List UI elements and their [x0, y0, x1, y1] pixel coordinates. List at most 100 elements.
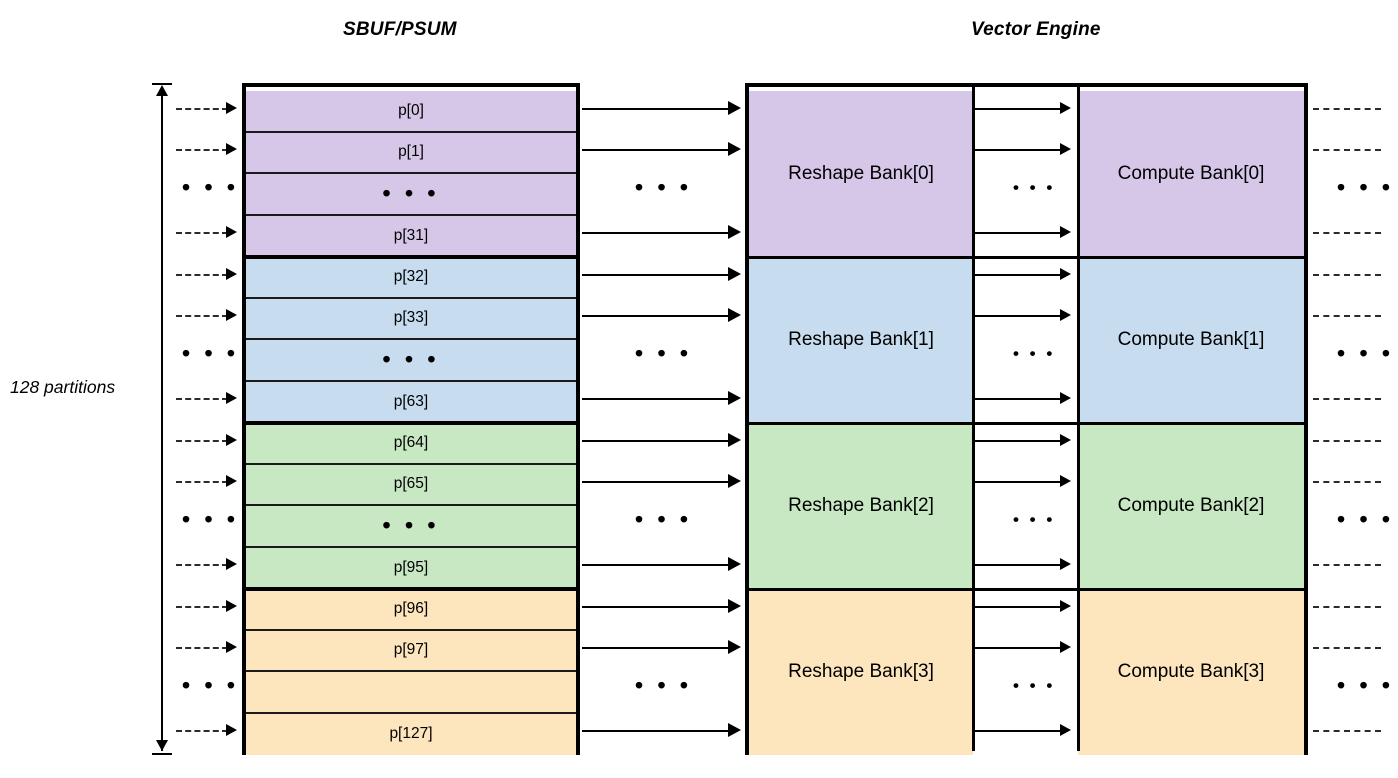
compute-bank-label: Compute Bank[2] — [1117, 495, 1265, 516]
reshape-to-compute-line — [974, 481, 1062, 484]
reshape-to-compute-line — [974, 730, 1062, 733]
output-dashed-line — [1313, 107, 1381, 110]
sbuf-to-ve-arrowhead — [728, 557, 741, 572]
reshape-to-compute-line — [974, 647, 1062, 650]
sbuf-to-ve-line — [582, 439, 730, 442]
input-arrowhead — [226, 558, 237, 571]
reshape-to-compute-line — [974, 439, 1062, 442]
reshape-to-compute-arrowhead — [1060, 433, 1071, 446]
reshape-to-compute-line — [974, 107, 1062, 110]
partition-label: p[97] — [393, 641, 429, 659]
reshape-to-compute-arrowhead — [1060, 724, 1071, 737]
sbuf-band: p[64] p[65] • • • p[95] — [246, 423, 576, 589]
output-dashed-line — [1313, 730, 1381, 733]
partition-label: p[64] — [393, 433, 429, 451]
input-dashed-line — [176, 439, 228, 442]
reshape-to-compute-line — [974, 273, 1062, 276]
input-dashed-line — [176, 481, 228, 484]
transfer-ellipsis: • • • — [635, 339, 692, 366]
reshape-to-compute-line — [974, 398, 1062, 401]
measure-cap-bottom — [152, 753, 172, 755]
input-dashed-line — [176, 273, 228, 276]
reshape-bank-label: Reshape Bank[0] — [788, 163, 934, 184]
input-arrowhead — [226, 392, 237, 405]
partition-ellipsis-row: • • • — [246, 506, 576, 548]
sbuf-band: p[96]p[97]p[127] — [246, 589, 576, 755]
sbuf-band: p[32] p[33] • • • p[63] — [246, 257, 576, 423]
sbuf-psum-partition-grid: p[0]p[1]• • •p[31]p[32]p[33]• • •p[63]p[… — [242, 83, 580, 755]
output-dashed-line — [1313, 398, 1381, 401]
sbuf-to-ve-line — [582, 481, 730, 484]
reshape-to-compute-ellipsis: • • • — [1013, 343, 1056, 363]
input-dashed-line — [176, 107, 228, 110]
measure-cap-top — [152, 83, 172, 85]
sbuf-to-ve-arrowhead — [728, 142, 741, 157]
vector-engine-band: Reshape Bank[2]Compute Bank[2] — [749, 423, 1304, 589]
input-dashed-line — [176, 564, 228, 567]
reshape-to-compute-line — [974, 149, 1062, 152]
partition-row: p[33] — [246, 299, 576, 340]
reshape-to-compute-ellipsis: • • • — [1013, 177, 1056, 197]
input-ellipsis: • • • — [182, 339, 239, 366]
input-arrowhead — [226, 475, 237, 488]
partition-label: p[1] — [398, 143, 424, 161]
partition-row: p[65] — [246, 465, 576, 506]
compute-bank-cell: Compute Bank[1] — [1078, 257, 1304, 423]
reshape-to-compute-ellipsis: • • • — [1013, 675, 1056, 695]
sbuf-to-ve-line — [582, 605, 730, 608]
partition-ellipsis-row: • • • — [246, 174, 576, 216]
input-dashed-line — [176, 398, 228, 401]
partition-row: p[0] — [246, 91, 576, 133]
partition-row: p[97] — [246, 631, 576, 672]
transfer-ellipsis: • • • — [635, 505, 692, 532]
sbuf-to-ve-arrowhead — [728, 432, 741, 447]
partition-label: p[31] — [393, 227, 429, 245]
partition-ellipsis-row: • • • — [246, 340, 576, 382]
output-ellipsis: • • • — [1337, 339, 1394, 366]
sbuf-to-ve-line — [582, 398, 730, 401]
reshape-to-compute-arrowhead — [1060, 558, 1071, 571]
reshape-to-compute-arrowhead — [1060, 309, 1071, 322]
reshape-to-compute-line — [974, 605, 1062, 608]
output-dashed-line — [1313, 315, 1381, 318]
output-ellipsis: • • • — [1337, 671, 1394, 698]
reshape-to-compute-arrowhead — [1060, 226, 1071, 239]
band-divider — [246, 421, 576, 425]
partition-row: p[32] — [246, 257, 576, 299]
sbuf-to-ve-arrowhead — [728, 100, 741, 115]
measure-shaft — [161, 87, 163, 751]
input-arrowhead — [226, 226, 237, 239]
vector-engine-block: Reshape Bank[0] Compute Bank[0] Reshape Ba… — [745, 83, 1308, 755]
compute-bank-label: Compute Bank[1] — [1117, 329, 1265, 350]
input-arrowhead — [226, 143, 237, 156]
partition-label: p[95] — [393, 559, 429, 577]
reshape-to-compute-arrowhead — [1060, 392, 1071, 405]
sbuf-to-ve-arrowhead — [728, 640, 741, 655]
sbuf-to-ve-line — [582, 730, 730, 733]
input-dashed-line — [176, 730, 228, 733]
sbuf-to-ve-arrowhead — [728, 474, 741, 489]
input-dashed-line — [176, 315, 228, 318]
partition-row: p[1] — [246, 133, 576, 174]
ellipsis-glyph: • • • — [382, 346, 440, 373]
partition-row: p[96] — [246, 589, 576, 631]
partition-label: p[33] — [393, 309, 429, 327]
sbuf-to-ve-line — [582, 647, 730, 650]
output-dashed-line — [1313, 564, 1381, 567]
partition-label: p[32] — [393, 267, 429, 285]
partition-label: p[96] — [393, 599, 429, 617]
input-dashed-line — [176, 605, 228, 608]
partition-label: p[65] — [393, 475, 429, 493]
compute-bank-label: Compute Bank[0] — [1117, 163, 1265, 184]
reshape-to-compute-ellipsis: • • • — [1013, 509, 1056, 529]
reshape-to-compute-line — [974, 564, 1062, 567]
output-dashed-line — [1313, 647, 1381, 650]
input-dashed-line — [176, 647, 228, 650]
partition-row: p[63] — [246, 382, 576, 424]
transfer-ellipsis: • • • — [635, 671, 692, 698]
input-arrowhead — [226, 101, 237, 114]
compute-bank-cell: Compute Bank[2] — [1078, 423, 1304, 589]
reshape-to-compute-arrowhead — [1060, 641, 1071, 654]
input-ellipsis: • • • — [182, 671, 239, 698]
